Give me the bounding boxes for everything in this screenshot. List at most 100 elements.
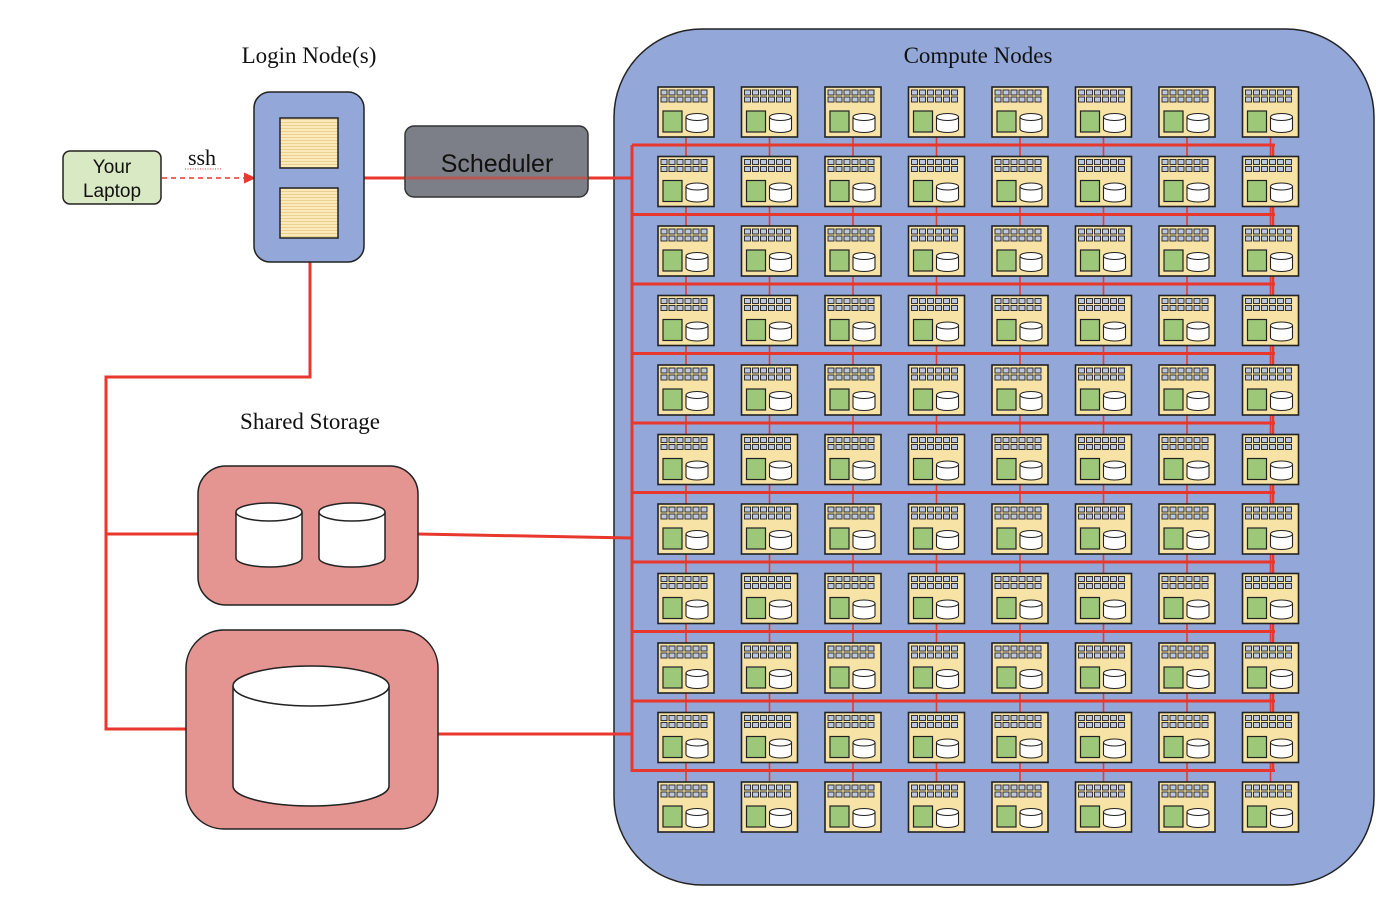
storage-array-small	[197, 465, 419, 606]
connection-lines	[104, 176, 633, 736]
compute-node-icon	[824, 781, 882, 833]
login-storage-link	[104, 262, 312, 731]
compute-node-icon	[1158, 225, 1216, 277]
compute-nodes-title: Compute Nodes	[904, 43, 1053, 68]
compute-node-icon	[657, 711, 715, 764]
compute-node-icon	[991, 711, 1049, 764]
compute-node-icon	[657, 294, 715, 347]
compute-node-icon	[1241, 155, 1300, 208]
compute-node-icon	[907, 86, 966, 138]
compute-node-icon	[991, 364, 1049, 416]
compute-node-icon	[824, 364, 882, 416]
compute-node-icon	[1074, 781, 1133, 833]
compute-node-icon	[657, 572, 715, 625]
database-cylinder-icon	[232, 665, 390, 807]
compute-node-icon	[907, 225, 966, 277]
compute-node-icon	[740, 711, 799, 764]
laptop-label-line1: Your	[93, 157, 132, 178]
compute-node-icon	[1241, 781, 1300, 833]
compute-node-icon	[1158, 572, 1216, 625]
compute-node-icon	[824, 433, 882, 486]
compute-node-icon	[657, 642, 715, 694]
compute-node-icon	[657, 503, 715, 555]
compute-node-icon	[1158, 711, 1216, 764]
shared-storage-title: Shared Storage	[240, 409, 380, 434]
compute-node-icon	[991, 572, 1049, 625]
compute-node-icon	[907, 155, 966, 208]
compute-node-icon	[1074, 155, 1133, 208]
compute-node-icon	[1241, 364, 1300, 416]
compute-node-icon	[657, 433, 715, 486]
compute-node-icon	[824, 155, 882, 208]
compute-node-icon	[740, 781, 799, 833]
compute-node-icon	[1074, 711, 1133, 764]
compute-node-icon	[1241, 86, 1300, 138]
ssh-label: ssh	[188, 145, 216, 170]
compute-node-icon	[1074, 503, 1133, 555]
compute-node-icon	[991, 642, 1049, 694]
compute-node-icon	[657, 364, 715, 416]
scheduler-box: Scheduler	[404, 125, 589, 198]
compute-node-icon	[1074, 572, 1133, 625]
server-icon	[279, 117, 339, 169]
login-nodes-title: Login Node(s)	[242, 43, 377, 68]
compute-node-icon	[907, 572, 966, 625]
compute-node-icon	[824, 225, 882, 277]
compute-node-icon	[657, 86, 715, 138]
compute-node-icon	[1074, 225, 1133, 277]
compute-node-icon	[1158, 503, 1216, 555]
compute-node-icon	[740, 364, 799, 416]
compute-node-icon	[740, 294, 799, 347]
compute-node-icon	[1241, 225, 1300, 277]
compute-node-icon	[1074, 364, 1133, 416]
ssh-connection: ssh	[162, 145, 256, 184]
compute-node-icon	[1241, 433, 1300, 486]
compute-node-icon	[907, 781, 966, 833]
compute-node-icon	[824, 503, 882, 555]
compute-node-icon	[824, 642, 882, 694]
laptop-box: Your Laptop	[62, 150, 162, 205]
compute-node-icon	[657, 225, 715, 277]
compute-node-icon	[657, 155, 715, 208]
compute-node-icon	[1241, 503, 1300, 555]
compute-node-icon	[907, 711, 966, 764]
storage-array-large	[185, 629, 439, 830]
compute-node-icon	[907, 433, 966, 486]
compute-node-icon	[1241, 294, 1300, 347]
compute-node-icon	[1158, 642, 1216, 694]
compute-node-icon	[1158, 433, 1216, 486]
compute-node-icon	[1158, 155, 1216, 208]
compute-node-icon	[1158, 781, 1216, 833]
compute-node-icon	[1074, 642, 1133, 694]
compute-node-icon	[740, 642, 799, 694]
compute-node-icon	[991, 294, 1049, 347]
compute-node-icon	[1158, 364, 1216, 416]
database-cylinder-icon	[235, 502, 303, 568]
compute-node-icon	[907, 503, 966, 555]
compute-node-icon	[740, 225, 799, 277]
database-cylinder-icon	[318, 502, 386, 568]
laptop-label-line2: Laptop	[83, 181, 141, 202]
compute-node-icon	[1241, 711, 1300, 764]
compute-node-icon	[1241, 572, 1300, 625]
compute-node-icon	[740, 155, 799, 208]
compute-node-icon	[991, 433, 1049, 486]
compute-node-icon	[824, 86, 882, 138]
compute-node-icon	[1074, 294, 1133, 347]
compute-node-icon	[991, 225, 1049, 277]
small-storage-cluster-link	[417, 532, 633, 540]
compute-node-icon	[657, 781, 715, 833]
server-icon	[279, 187, 339, 239]
compute-node-icon	[824, 572, 882, 625]
compute-node-icon	[907, 642, 966, 694]
compute-node-icon	[1158, 294, 1216, 347]
arrow-head-icon	[244, 172, 256, 184]
compute-node-icon	[991, 155, 1049, 208]
compute-node-icon	[1074, 433, 1133, 486]
compute-node-icon	[991, 781, 1049, 833]
compute-node-icon	[740, 503, 799, 555]
compute-node-icon	[991, 503, 1049, 555]
compute-node-icon	[991, 86, 1049, 138]
compute-node-icon	[1074, 86, 1133, 138]
